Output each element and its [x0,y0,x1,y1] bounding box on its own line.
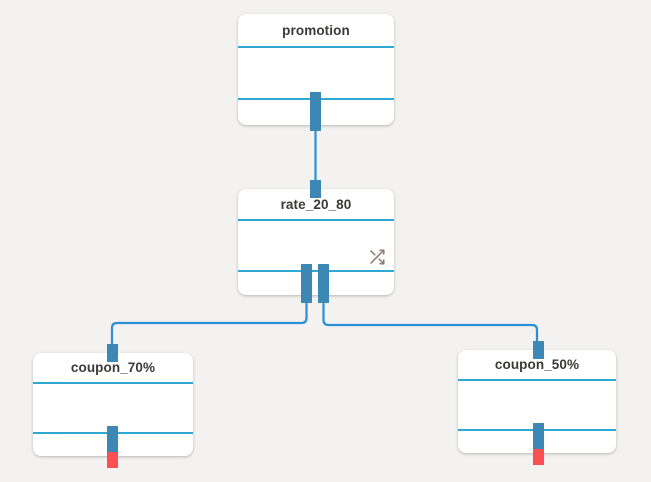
input-port[interactable] [107,344,118,362]
input-port[interactable] [310,180,321,198]
node-body-rate_20_80 [238,221,394,272]
edge-rate_20_80-to-coupon_70[interactable] [110,293,308,355]
output-port[interactable] [533,423,544,453]
node-title: coupon_50% [494,357,580,372]
output-port[interactable] [107,426,118,456]
node-title: promotion [282,22,350,38]
node-rate_20_80[interactable]: rate_20_80 [238,180,394,303]
node-title: coupon_70% [70,360,156,375]
node-coupon_70[interactable]: coupon_70% [33,344,193,468]
edge-rate_20_80-to-coupon_50[interactable] [322,293,539,352]
node-coupon_50[interactable]: coupon_50% [458,341,616,465]
node-header-promotion: promotion [238,14,394,48]
output-port-true[interactable] [301,264,312,303]
shuffle-icon [370,249,385,265]
node-header-rate_20_80: rate_20_80 [238,189,394,221]
error-port[interactable] [533,449,544,465]
node-header-coupon_50: coupon_50% [458,350,616,381]
output-port[interactable] [310,92,321,131]
node-promotion[interactable]: promotion [238,14,394,131]
input-port[interactable] [533,341,544,359]
error-port[interactable] [107,452,118,468]
node-header-coupon_70: coupon_70% [33,353,193,384]
output-port-false[interactable] [318,264,329,303]
node-footer-rate_20_80 [238,272,394,295]
node-title: rate_20_80 [280,196,352,212]
